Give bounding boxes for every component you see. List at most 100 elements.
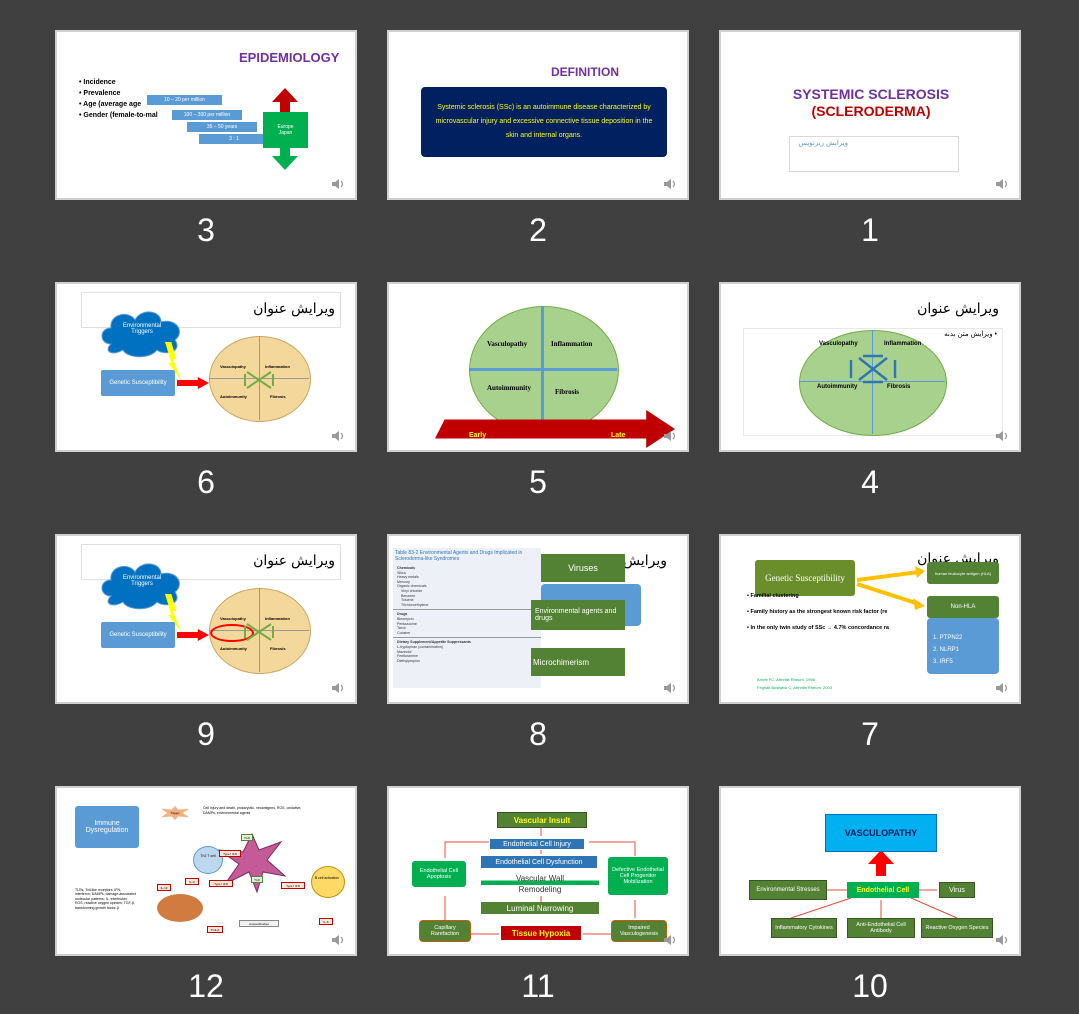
immune-box: Immune Dysregulation [75,806,139,848]
speaker-icon[interactable] [995,682,1009,694]
pathway-label: IL-13 [157,884,171,891]
pathway-label: TGF-β [207,926,223,933]
viruses-box: Viruses [541,554,625,582]
slide-thumbnail-7[interactable]: ویرایش عنوان Genetic Susceptibility huma… [719,534,1021,704]
flow-node: Vascular Wall Remodeling [481,872,599,896]
quadrant-line-v [541,306,544,432]
pathway-label: Type I IFN [281,882,305,889]
title-placeholder[interactable] [81,292,341,328]
genetic-box: Genetic Susceptibility [101,370,175,396]
speaker-icon[interactable] [663,682,677,694]
references: Arnett FC, Arthritis Rheum. 1996 Feghali… [757,677,832,690]
crossed-arrows-icon [244,623,274,641]
speaker-icon[interactable] [995,934,1009,946]
slide-title: ویرایش عنوان [917,300,999,316]
speaker-icon[interactable] [663,178,677,190]
flow-node: Endothelial Cell Dysfunction [481,856,597,868]
highlight-oval [210,624,254,642]
flow-node: Capillary Rarefaction [419,920,471,942]
region-box: Europe Japan [263,112,308,148]
pathway-label: IL-4 [185,878,199,885]
slide-thumbnail-4[interactable]: ویرایش عنوان • ویرایش متن بدنه Vasculopa… [719,282,1021,452]
slide-title: ویرایش [622,552,667,568]
factor-box: Inflammatory Cytokines [771,918,837,938]
speaker-icon[interactable] [331,682,345,694]
vasculopathy-title: VASCULOPATHY [825,814,937,852]
slide-number: 1 [861,212,879,248]
speaker-icon[interactable] [663,430,677,442]
slide-number: 6 [197,464,215,500]
quadrant-label: Fibrosis [887,384,911,390]
quadrant-line-v [259,336,260,420]
pathway-label: Type I IFN [219,850,241,857]
slide-number: 5 [529,464,547,500]
bullet-item: • Prevalence [79,90,121,97]
slide-number: 11 [521,968,555,1004]
flow-node: Endothelial Cell Injury [489,838,585,850]
b-cell-icon [311,866,345,898]
slide-thumbnail-10[interactable]: VASCULOPATHY Endothelial Cell Environmen… [719,786,1021,956]
crossed-arrows-icon [244,371,274,389]
quadrant-label: Inflammation [265,364,290,369]
speaker-icon[interactable] [331,178,345,190]
table-section: Chemicals Silica Heavy metals Mercury Or… [397,566,429,607]
slide-title: ویرایش عنوان [253,552,335,568]
speaker-icon[interactable] [663,934,677,946]
bullet-item: • Age (average age [79,101,142,108]
right-arrow-icon [177,377,209,389]
slide-thumbnail-8[interactable]: ویرایش Table 83-2 Environmental Agents a… [387,534,689,704]
cloud-label: Environmental Triggers [122,323,162,335]
speaker-icon[interactable] [995,178,1009,190]
slide-title: ویرایش عنوان [253,300,335,316]
slide-number: 12 [188,968,224,1004]
up-arrow-stem [280,102,290,112]
hla-box: human leukocyte antigen (HLA) [927,562,999,584]
quadrant-label: Autoimmunity [220,394,247,399]
slide-thumbnail-1[interactable]: SYSTEMIC SCLEROSIS (SCLERODERMA) ویرایش … [719,30,1021,200]
title-placeholder[interactable] [81,544,341,580]
slide-thumbnail-6[interactable]: ویرایش عنوان Environmental Triggers Gene… [55,282,357,452]
up-arrow-icon [272,88,298,102]
slide-thumbnail-2[interactable]: DEFINITION Systemic sclerosis (SSc) is a… [387,30,689,200]
cloud-label: Environmental Triggers [122,575,162,587]
slide-title: DEFINITION [551,65,619,79]
speaker-icon[interactable] [995,430,1009,442]
microchimerism-box: Microchimerism [531,648,625,676]
bullet-item: • Gender (female-to-mal [79,112,158,119]
slide-number: 9 [197,716,215,752]
factor-box: Virus [939,882,975,898]
subtitle-placeholder[interactable]: ویرایش زیرنویس [789,136,959,172]
slide-thumbnail-11[interactable]: Vascular Insult Endothelial Cell Injury … [387,786,689,956]
definition-scroll: Systemic sclerosis (SSc) is an autoimmun… [421,87,667,157]
stat-bar: 3 : 1 [199,134,269,144]
arrow-end-label: Late [611,432,626,439]
slide-number: 8 [529,716,547,752]
quadrant-label: Vasculopathy [220,616,246,621]
slide-thumbnail-3[interactable]: EPIDEMIOLOGY • Incidence • Prevalence • … [55,30,357,200]
trigger-text: Cell injury and death, prokaryotic, neoa… [203,806,302,815]
reference-table: Table 83-2 Environmental Agents and Drug… [393,548,541,688]
right-arrow-icon [177,629,209,641]
quadrant-label: Fibrosis [270,394,286,399]
slide-thumbnail-12[interactable]: Immune Dysregulation Trigger Cell injury… [55,786,357,956]
pathway-label: Type I IFN [209,880,233,887]
bullet-item: • Incidence [79,79,116,86]
legend-text: TLRs, Toll-like receptors; IFN, interfer… [75,888,137,910]
flow-node: Impaired Vasculogenesis [611,920,667,942]
cloud-shape [101,311,180,358]
cloud-shape [101,563,180,610]
slide-number: 10 [852,968,888,1004]
speaker-icon[interactable] [331,934,345,946]
environmental-agents-box: Environmental agents and drugs [531,600,625,630]
flow-connectors [790,850,958,919]
slide-thumbnail-9[interactable]: ویرایش عنوان Environmental Triggers Gene… [55,534,357,704]
blue-gene-panel [927,618,999,674]
flow-node: Tissue Hypoxia [501,926,581,940]
slide-number: 4 [861,464,879,500]
t-cell-icon [193,846,223,874]
slide-thumbnail-5[interactable]: Vasculopathy Inflammation Autoimmunity F… [387,282,689,452]
flow-node: Endothelial Cell Apoptosis [411,860,467,888]
pathway-label: Autoantibodies [239,920,279,927]
speaker-icon[interactable] [331,430,345,442]
down-arrow-stem [280,148,290,156]
